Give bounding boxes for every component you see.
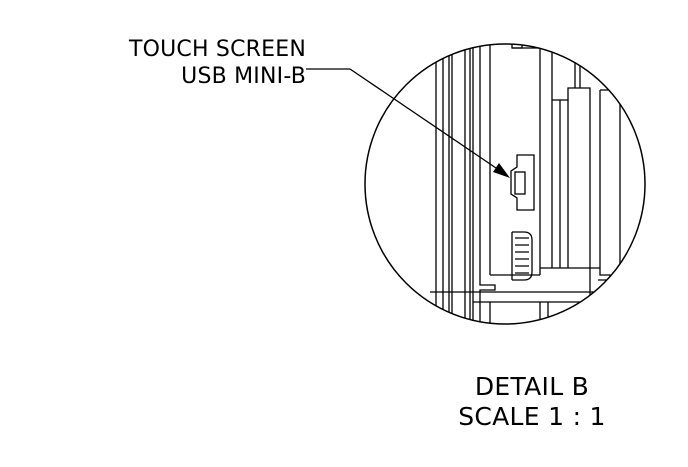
detail-geometry [430, 44, 640, 324]
callout-line-1: TOUCH SCREEN [128, 37, 306, 62]
leader-line [306, 68, 497, 169]
callout-line-2: USB MINI-B [181, 64, 306, 89]
leader-arrowhead [493, 163, 510, 178]
detail-scale: SCALE 1 : 1 [458, 402, 606, 431]
callout-label: TOUCH SCREEN USB MINI-B [129, 36, 306, 90]
detail-caption: DETAIL B SCALE 1 : 1 [432, 372, 632, 432]
detail-circle [364, 43, 646, 325]
detail-title: DETAIL B [474, 372, 590, 401]
